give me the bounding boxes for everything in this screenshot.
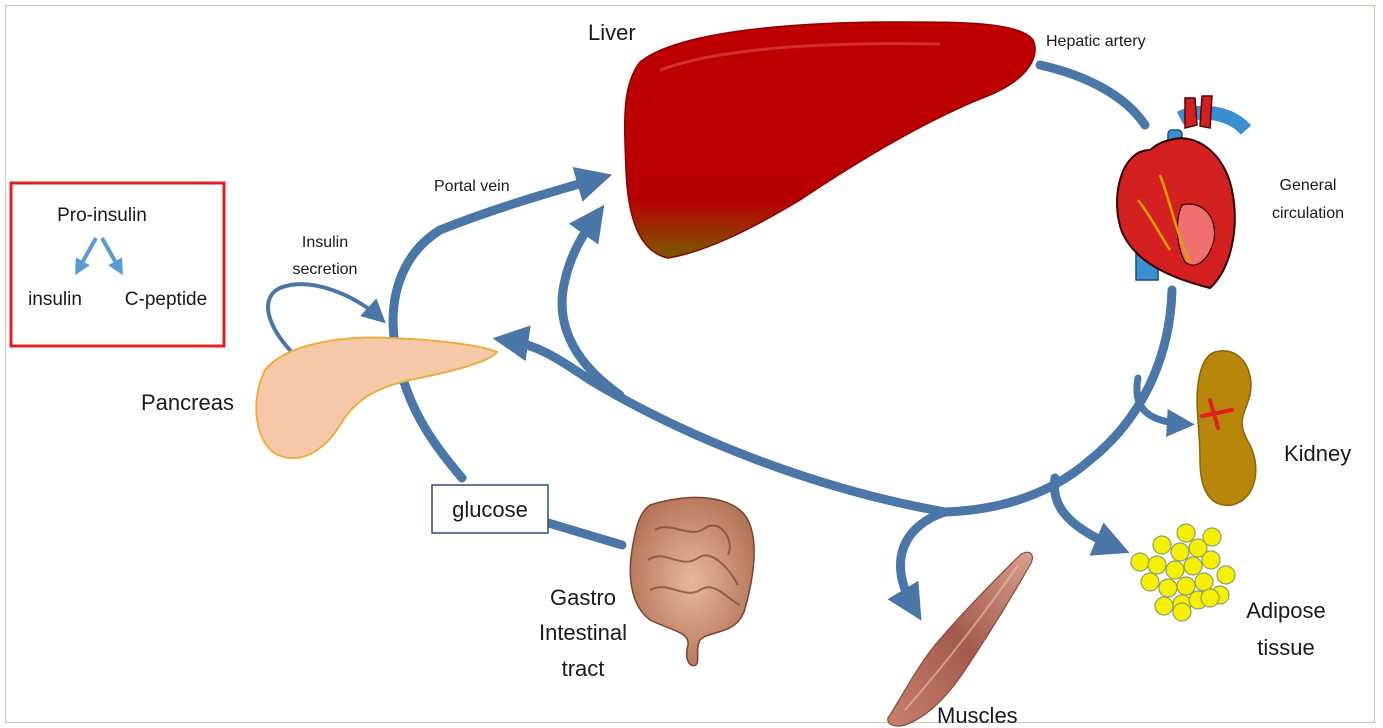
hepatic-artery-label: Hepatic artery xyxy=(1046,33,1146,50)
gi-glucose-connector xyxy=(545,522,622,545)
adipose-illustration xyxy=(1131,524,1235,621)
gi-tract-illustration xyxy=(630,497,754,665)
portal-vein-label: Portal vein xyxy=(434,178,510,195)
hepatic-artery-arrow xyxy=(1040,65,1145,125)
gi-tract-label-line3: tract xyxy=(562,656,605,681)
adipose-label-line2: tissue xyxy=(1257,635,1314,660)
heart-illustration xyxy=(1117,96,1246,288)
to-muscles-arrow xyxy=(901,512,945,610)
kidney-shape xyxy=(1197,351,1256,506)
pancreas-shape xyxy=(256,337,497,458)
liver-shape xyxy=(625,22,1035,258)
pancreas-illustration xyxy=(256,337,497,458)
general-circulation-label-line1: General xyxy=(1280,177,1337,194)
gi-tract-label-line2: Intestinal xyxy=(539,620,627,645)
heart-body xyxy=(1117,138,1235,288)
legend-box: Pro-insulin insulin C-peptide xyxy=(11,183,224,346)
liver-illustration xyxy=(625,22,1035,258)
kidney-illustration xyxy=(1197,351,1256,506)
glucose-label-box: glucose xyxy=(432,485,548,533)
to-adipose-arrow xyxy=(1054,478,1118,548)
legend-insulin: insulin xyxy=(28,289,82,310)
pancreas-label: Pancreas xyxy=(141,390,234,415)
muscles-label: Muscles xyxy=(937,703,1018,728)
liver-label: Liver xyxy=(588,20,636,45)
muscle-shape xyxy=(888,552,1033,726)
glucose-label: glucose xyxy=(452,497,528,522)
insulin-secretion-label-line2: secretion xyxy=(293,261,358,278)
adipose-label-line1: Adipose xyxy=(1246,598,1326,623)
kidney-label: Kidney xyxy=(1284,441,1351,466)
insulin-secretion-label-line1: Insulin xyxy=(302,234,348,251)
return-to-pancreas-arrow xyxy=(505,340,945,512)
legend-cpeptide: C-peptide xyxy=(125,289,207,310)
legend-proinsulin: Pro-insulin xyxy=(57,205,147,226)
muscle-illustration xyxy=(888,552,1033,726)
gi-tract-label-line1: Gastro xyxy=(550,585,616,610)
general-circulation-label-line2: circulation xyxy=(1272,205,1344,222)
